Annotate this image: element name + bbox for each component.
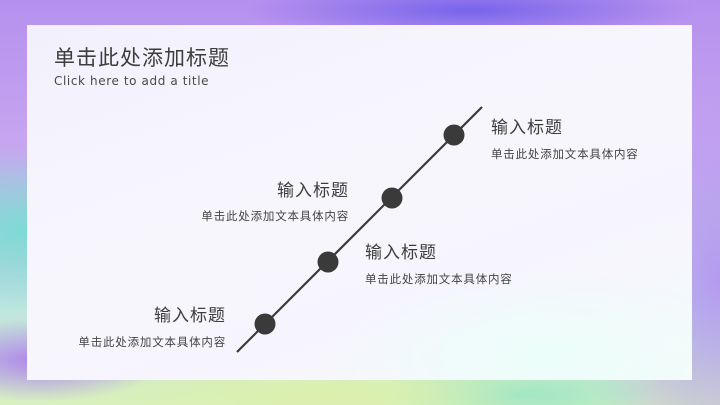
slide-title[interactable]: 单击此处添加标题 bbox=[54, 46, 230, 70]
timeline-item-description[interactable]: 单击此处添加文本具体内容 bbox=[365, 272, 513, 286]
timeline-item-description[interactable]: 单击此处添加文本具体内容 bbox=[201, 209, 349, 223]
timeline-item-heading[interactable]: 输入标题 bbox=[277, 181, 349, 201]
timeline-item-heading[interactable]: 输入标题 bbox=[154, 306, 226, 326]
slide-card: 单击此处添加标题 Click here to add a title bbox=[27, 25, 692, 380]
timeline-item-description[interactable]: 单击此处添加文本具体内容 bbox=[78, 335, 226, 349]
timeline-item-heading[interactable]: 输入标题 bbox=[365, 243, 437, 263]
timeline-item-heading[interactable]: 输入标题 bbox=[491, 118, 563, 138]
slide-subtitle[interactable]: Click here to add a title bbox=[54, 74, 210, 88]
timeline-item-description[interactable]: 单击此处添加文本具体内容 bbox=[491, 147, 639, 161]
